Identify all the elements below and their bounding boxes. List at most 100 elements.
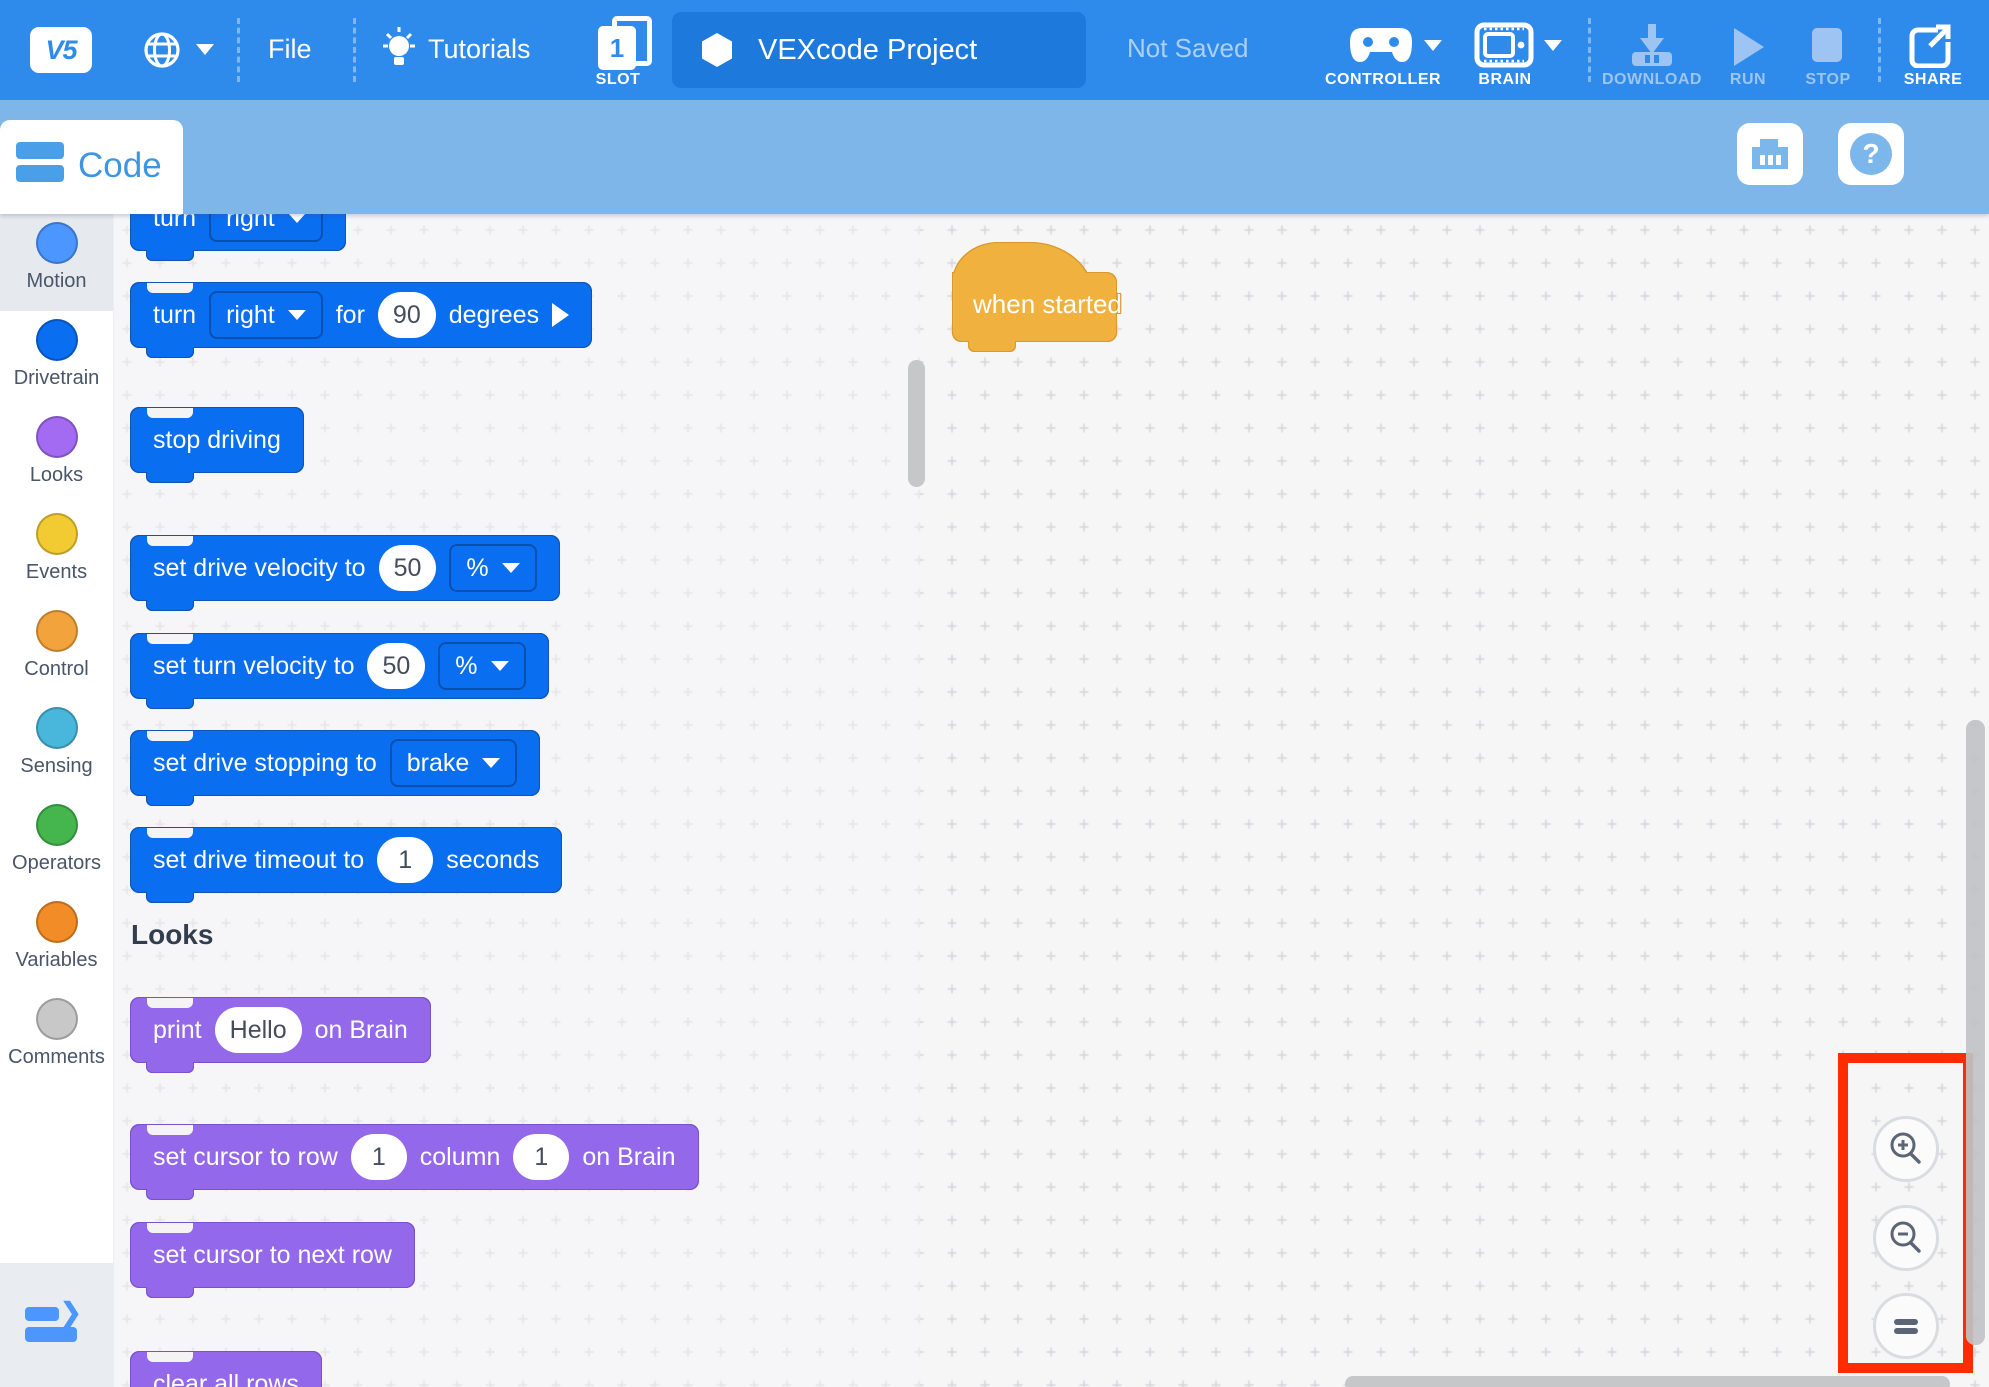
sidebar-item-comments[interactable]: Comments <box>0 990 113 1087</box>
value-input[interactable]: 50 <box>378 545 437 591</box>
block-notch <box>147 408 193 418</box>
run-icon[interactable] <box>1734 28 1764 66</box>
block-notch <box>147 1223 193 1233</box>
help-button[interactable]: ? <box>1838 123 1904 185</box>
value-input[interactable]: 50 <box>367 643 426 689</box>
zoom-reset-icon <box>1893 1316 1918 1337</box>
slot-button[interactable]: 1 <box>598 26 636 70</box>
sidebar-item-sensing[interactable]: Sensing <box>0 699 113 796</box>
sidebar-item-drivetrain[interactable]: Drivetrain <box>0 311 113 408</box>
block-text: clear all rows <box>153 1369 299 1387</box>
zoom-out-button[interactable] <box>1872 1205 1939 1271</box>
vertical-scrollbar[interactable] <box>1966 720 1985 1345</box>
category-circle <box>35 513 78 555</box>
block-notch <box>147 536 193 546</box>
dropdown-field[interactable]: % <box>449 544 537 592</box>
category-circle <box>35 804 78 846</box>
value-input[interactable]: 1 <box>513 1134 570 1180</box>
divider <box>1878 18 1881 82</box>
category-label: Sensing <box>20 755 93 777</box>
print-console-button[interactable] <box>1737 123 1803 185</box>
category-circle <box>35 416 78 458</box>
block-tab <box>147 698 193 708</box>
zoom-reset-button[interactable] <box>1872 1293 1939 1359</box>
brain-label: BRAIN <box>1478 71 1532 88</box>
download-icon[interactable] <box>1626 22 1678 68</box>
divider <box>1588 18 1591 82</box>
value-input[interactable]: 1 <box>350 1134 407 1180</box>
block-text: on Brain <box>314 1015 408 1044</box>
dropdown-field[interactable]: % <box>438 642 526 690</box>
expand-arrow-icon[interactable] <box>552 303 570 327</box>
controller-label: CONTROLLER <box>1324 71 1442 88</box>
dropdown-value: right <box>226 300 275 329</box>
tutorials-lightbulb-icon <box>383 27 415 65</box>
code-blocks-icon <box>16 165 64 182</box>
block-notch <box>147 1125 193 1135</box>
stop-icon[interactable] <box>1812 28 1842 62</box>
help-glyph: ? <box>1862 138 1880 169</box>
project-title-chip[interactable]: VEXcode Project <box>672 12 1086 88</box>
block-tab <box>147 795 193 805</box>
file-menu[interactable]: File <box>268 34 312 64</box>
palette-block-stop-driving[interactable]: stop driving <box>131 408 303 482</box>
top-bar: V5 File Tutorials 1 SLOT VEXcode Project <box>0 0 1989 100</box>
share-icon[interactable] <box>1908 24 1954 68</box>
value-input[interactable]: 90 <box>377 292 436 338</box>
dropdown-field[interactable]: right <box>209 291 323 339</box>
language-dropdown-caret[interactable] <box>196 44 214 55</box>
block-tab <box>147 1062 193 1072</box>
category-label: Drivetrain <box>13 367 100 389</box>
when-started-block[interactable]: when started <box>953 243 1122 353</box>
brain-dropdown-caret[interactable] <box>1544 40 1562 51</box>
block-text: seconds <box>446 845 540 874</box>
dropdown-field[interactable]: brake <box>389 739 518 787</box>
palette-scrollbar[interactable] <box>908 360 925 487</box>
when-started-label: when started <box>973 289 1122 319</box>
palette-toggle-footer[interactable]: ❯ <box>0 1263 113 1387</box>
sidebar-item-operators[interactable]: Operators <box>0 796 113 893</box>
value-input[interactable]: 1 <box>377 837 434 883</box>
vex-logo[interactable]: V5 <box>30 27 92 73</box>
horizontal-scrollbar[interactable] <box>1345 1376 1950 1387</box>
divider <box>237 18 240 82</box>
tutorials-menu[interactable]: Tutorials <box>428 34 531 64</box>
language-globe-icon[interactable] <box>142 30 182 70</box>
sidebar-item-motion[interactable]: Motion <box>0 214 113 311</box>
value-input[interactable]: Hello <box>214 1007 302 1053</box>
block-tab <box>147 1287 193 1297</box>
sidebar-item-control[interactable]: Control <box>0 602 113 699</box>
download-label: DOWNLOAD <box>1602 71 1702 88</box>
dropdown-value: right <box>226 214 275 232</box>
category-circle <box>35 610 78 652</box>
block-tab <box>147 347 193 357</box>
chevron-down-icon <box>287 214 306 223</box>
controller-icon[interactable] <box>1346 24 1416 68</box>
block-notch <box>147 828 193 838</box>
code-blocks-icon <box>16 142 64 159</box>
palette-block-print-on-brain[interactable]: print Hello on Brain <box>131 998 430 1072</box>
sidebar-item-looks[interactable]: Looks <box>0 408 113 505</box>
sidebar-item-events[interactable]: Events <box>0 505 113 602</box>
palette-block-clear-all-rows[interactable]: clear all rows <box>131 1352 321 1387</box>
brain-icon[interactable] <box>1474 22 1534 68</box>
dropdown-value: % <box>466 553 489 582</box>
dropdown-field[interactable]: right <box>209 214 323 242</box>
palette-flyout <box>113 214 920 1387</box>
block-tab <box>147 892 193 902</box>
tab-code[interactable]: Code <box>0 120 183 214</box>
palette-block-set-cursor-next-row[interactable]: set cursor to next row <box>131 1223 414 1297</box>
controller-dropdown-caret[interactable] <box>1424 40 1442 51</box>
sidebar-item-variables[interactable]: Variables <box>0 893 113 990</box>
block-text: print <box>153 1015 202 1044</box>
category-label: Motion <box>26 270 87 292</box>
zoom-in-button[interactable] <box>1872 1116 1939 1182</box>
